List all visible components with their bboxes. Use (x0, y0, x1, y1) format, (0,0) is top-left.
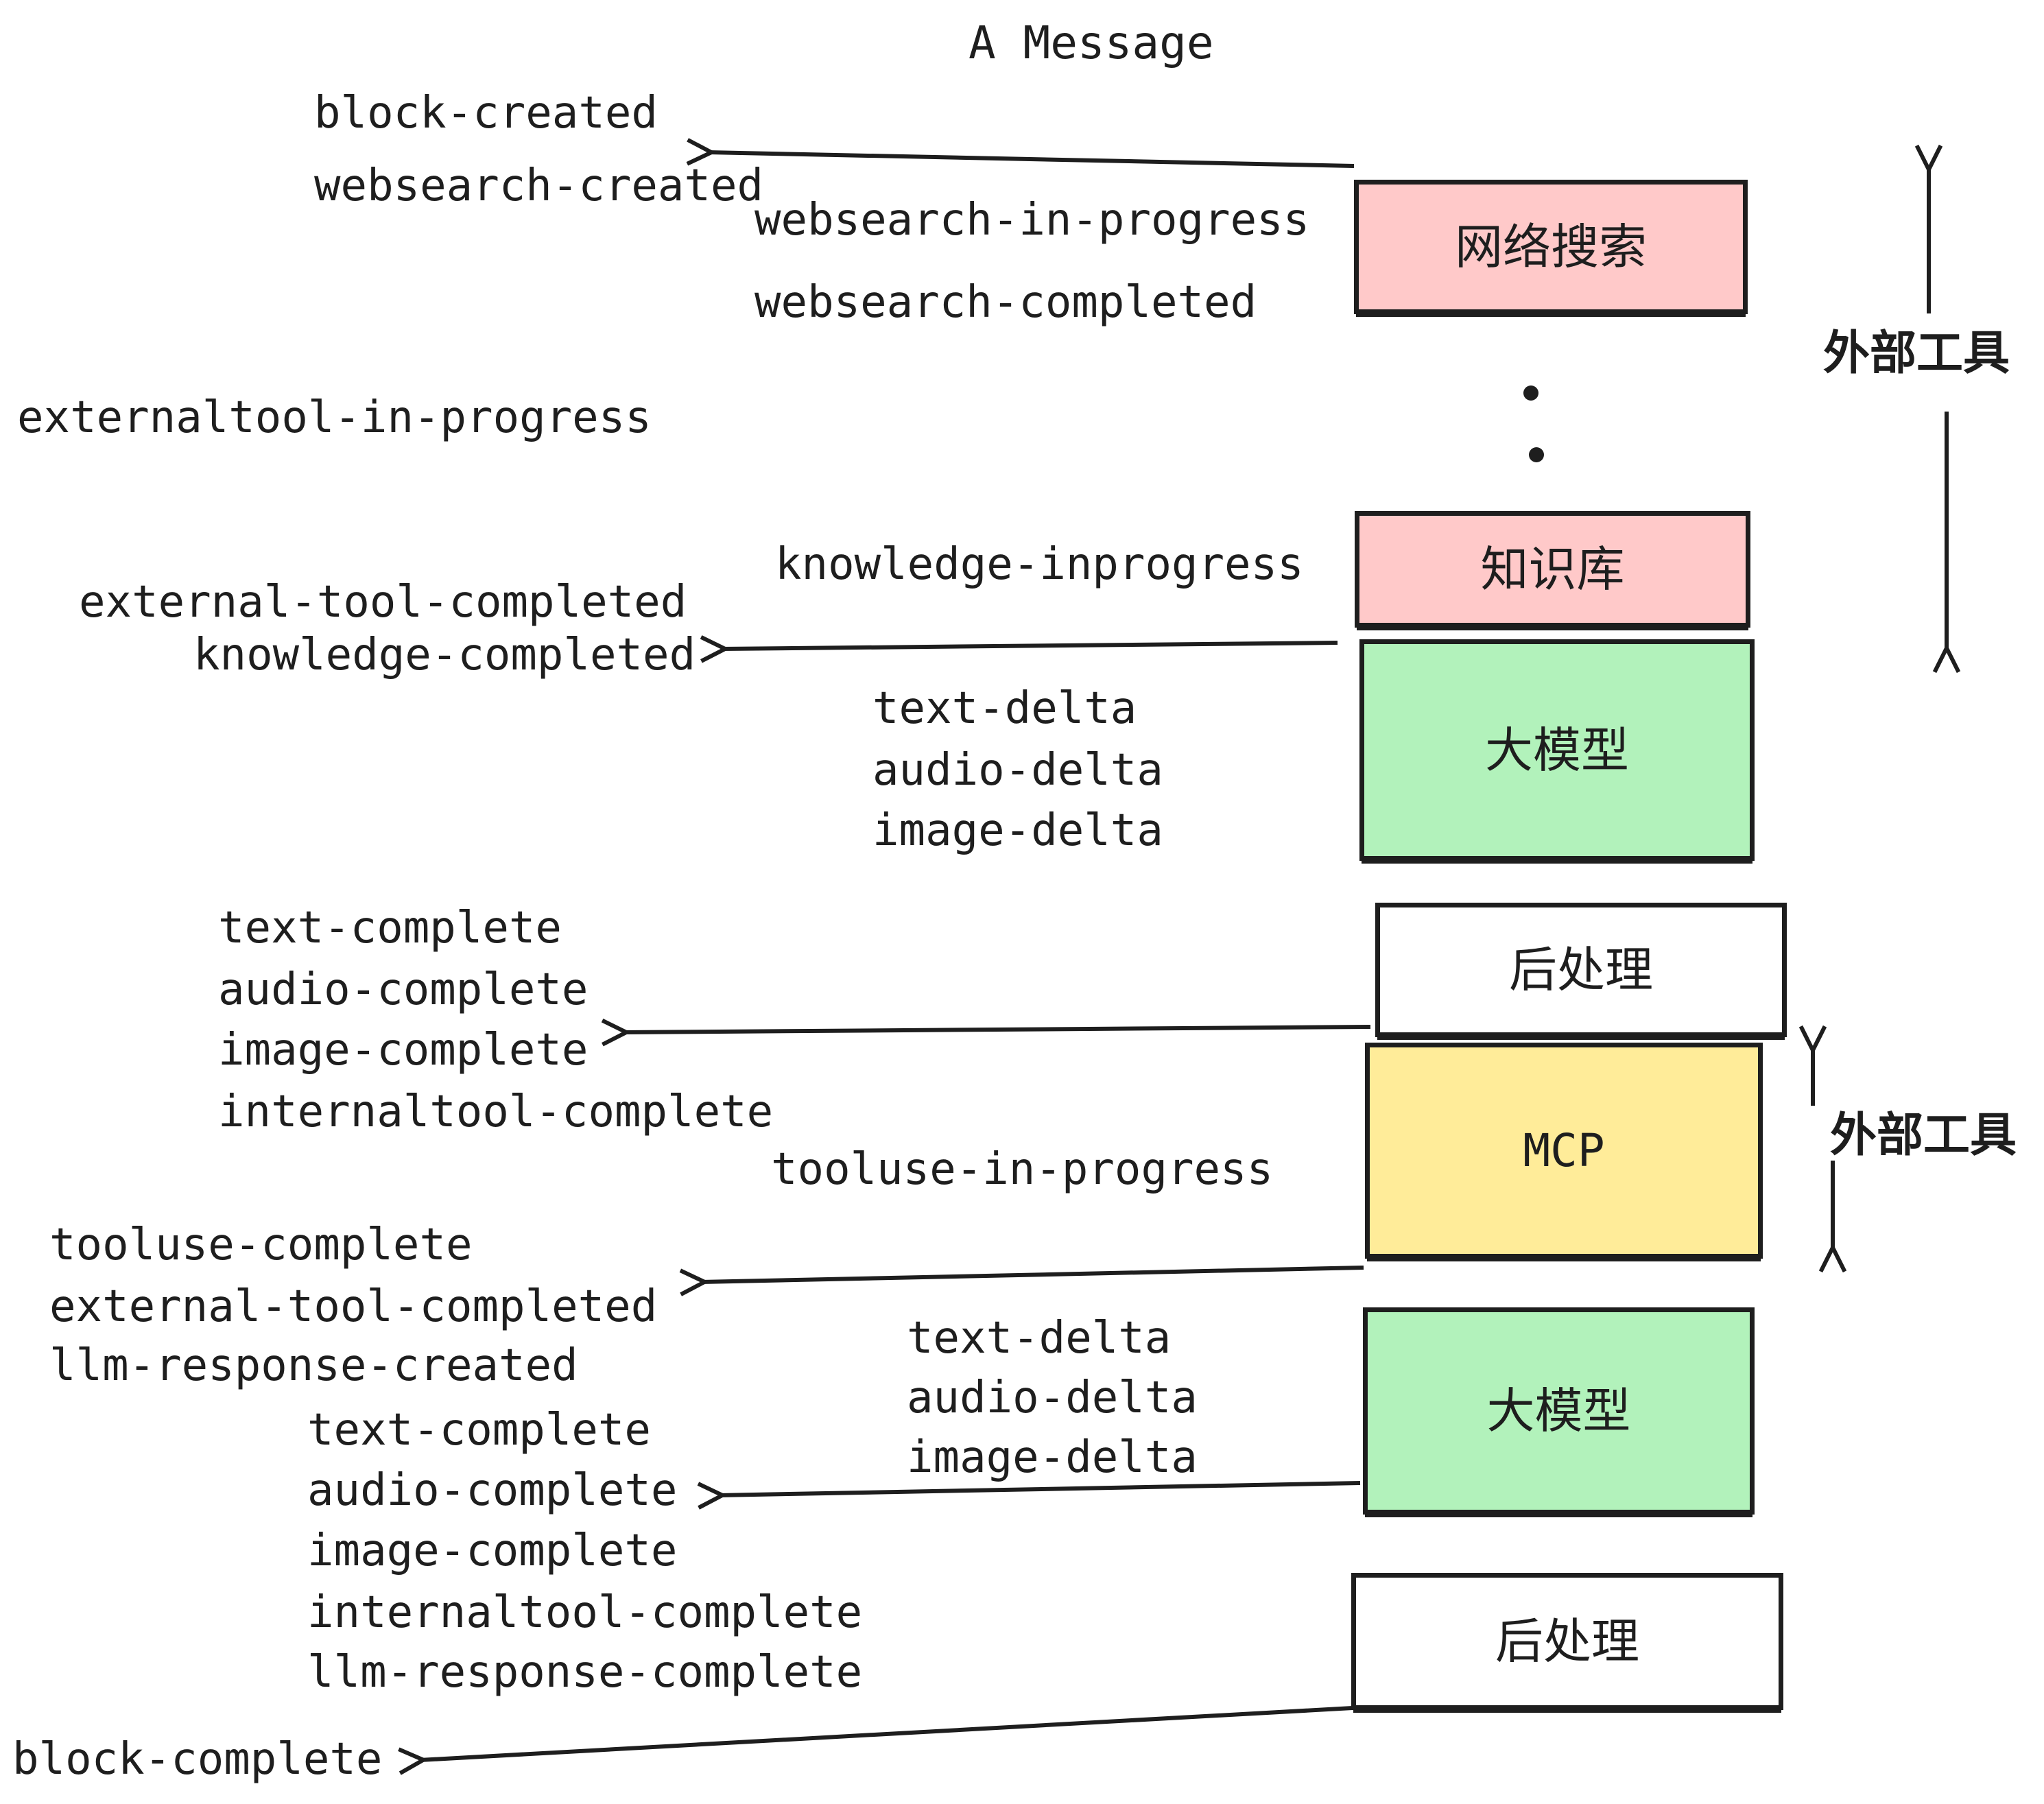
ellipsis-dot (1529, 447, 1544, 462)
box-knowledge: 知识库 (1355, 511, 1750, 628)
event-image-delta-1: image-delta (872, 805, 1163, 856)
event-text-complete-2: text-complete (307, 1405, 651, 1456)
ellipsis-dot (1523, 385, 1538, 401)
box-post-1-label: 后处理 (1509, 942, 1653, 998)
box-post-2-label: 后处理 (1495, 1613, 1639, 1670)
event-websearch-created: websearch-created (314, 161, 764, 211)
event-block-complete: block-complete (12, 1734, 383, 1785)
arrow-websearch-to-block-created (708, 152, 1355, 168)
box-llm-1-label: 大模型 (1485, 722, 1629, 779)
arrow-llm1-to-knowledge-completed (722, 643, 1338, 649)
event-block-created: block-created (314, 88, 658, 139)
event-image-complete-2: image-complete (307, 1526, 678, 1576)
box-llm-2: 大模型 (1363, 1307, 1755, 1515)
arrow-post1-to-image-complete (623, 1027, 1371, 1032)
event-websearch-in-progress: websearch-in-progress (754, 195, 1310, 246)
box-post-2: 后处理 (1351, 1573, 1783, 1710)
annotation-external-tools-1: 外部工具 (1823, 327, 2010, 381)
event-tooluse-complete: tooluse-complete (49, 1220, 473, 1270)
event-internaltool-complete-1: internaltool-complete (218, 1087, 774, 1137)
arrow-post2-to-block-complete (420, 1706, 1353, 1760)
box-mcp: MCP (1365, 1043, 1763, 1259)
event-image-complete-1: image-complete (218, 1025, 589, 1076)
arrow-llm2-to-audio-complete (719, 1481, 1361, 1495)
arrow-mcp-to-tooluse-complete (701, 1266, 1364, 1282)
event-audio-delta-2: audio-delta (907, 1373, 1198, 1423)
box-llm-1: 大模型 (1359, 639, 1755, 861)
box-websearch: 网络搜索 (1354, 180, 1748, 314)
event-knowledge-inprogress: knowledge-inprogress (775, 539, 1304, 590)
event-external-tool-completed-1: external-tool-completed (79, 577, 687, 628)
annotation-external-tools-2: 外部工具 (1830, 1108, 2017, 1163)
event-websearch-completed: websearch-completed (754, 277, 1257, 328)
event-image-delta-2: image-delta (907, 1432, 1198, 1483)
event-llm-response-complete: llm-response-complete (307, 1647, 863, 1698)
event-text-delta-1: text-delta (872, 683, 1137, 734)
event-text-complete-1: text-complete (218, 903, 562, 953)
box-knowledge-label: 知识库 (1480, 541, 1625, 597)
event-audio-complete-2: audio-complete (307, 1465, 678, 1516)
event-llm-response-created: llm-response-created (49, 1340, 578, 1391)
event-external-tool-completed-2: external-tool-completed (49, 1281, 658, 1332)
event-knowledge-completed: knowledge-completed (193, 630, 696, 680)
event-internaltool-complete-2: internaltool-complete (307, 1587, 863, 1638)
box-mcp-label: MCP (1523, 1124, 1605, 1177)
event-text-delta-2: text-delta (907, 1313, 1172, 1364)
box-post-1: 后处理 (1375, 903, 1787, 1037)
event-externaltool-in-progress: externaltool-in-progress (17, 392, 652, 443)
event-audio-delta-1: audio-delta (872, 745, 1163, 796)
event-audio-complete-1: audio-complete (218, 964, 589, 1015)
box-llm-2-label: 大模型 (1486, 1383, 1631, 1439)
box-websearch-label: 网络搜索 (1455, 219, 1647, 275)
event-tooluse-in-progress: tooluse-in-progress (771, 1144, 1274, 1195)
diagram-title: A Message (968, 16, 1214, 69)
